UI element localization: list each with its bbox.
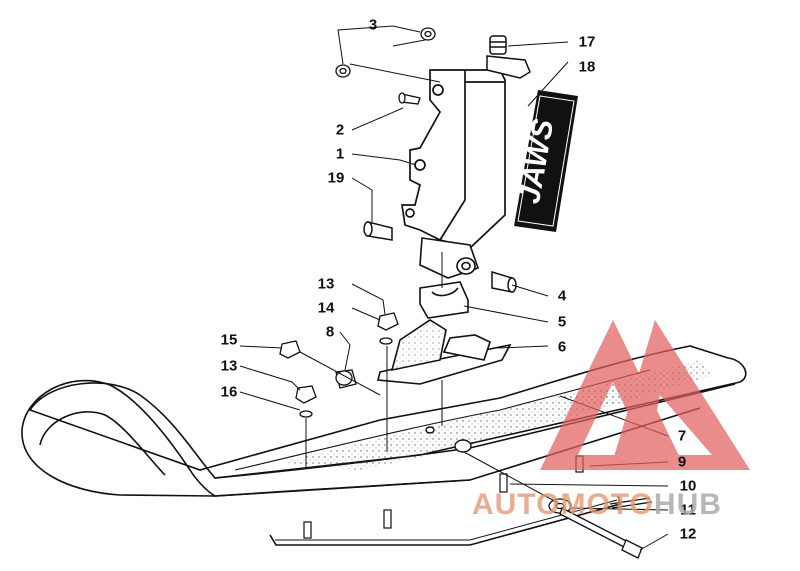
grease-cap bbox=[486, 35, 531, 79]
callout-8: 8 bbox=[325, 323, 335, 341]
watermark-text-hub: HUB bbox=[653, 488, 722, 521]
callout-5: 5 bbox=[557, 313, 567, 331]
callout-4: 4 bbox=[557, 287, 567, 305]
spindle-pivot bbox=[419, 237, 480, 279]
callout-17: 17 bbox=[578, 33, 596, 51]
spring-pin-10 bbox=[609, 497, 653, 509]
leader-lines bbox=[239, 25, 669, 551]
callout-9: 9 bbox=[677, 453, 687, 471]
saddle-shading bbox=[392, 320, 446, 370]
jaws-decal: JAWS bbox=[513, 90, 578, 232]
callout-13-lower: 13 bbox=[220, 357, 238, 375]
ski-body bbox=[21, 345, 747, 497]
nut-13-lower bbox=[295, 385, 317, 418]
spindle-housing bbox=[401, 69, 506, 249]
callout-14: 14 bbox=[317, 299, 335, 317]
bolt-12 bbox=[559, 507, 643, 559]
watermark-text: AUTOMOTOHUB bbox=[472, 490, 722, 520]
callout-18: 18 bbox=[578, 58, 596, 76]
callout-12: 12 bbox=[679, 525, 697, 543]
bolt-2 bbox=[398, 92, 421, 105]
damper-block bbox=[419, 281, 469, 319]
nut-3a bbox=[420, 27, 436, 41]
bushing-4 bbox=[491, 270, 517, 293]
callout-13-upper: 13 bbox=[317, 275, 335, 293]
callout-6: 6 bbox=[557, 338, 567, 356]
callout-19: 19 bbox=[327, 169, 345, 187]
nut-3b bbox=[335, 64, 351, 78]
callout-7: 7 bbox=[677, 427, 687, 445]
callout-10: 10 bbox=[679, 477, 697, 495]
callout-11: 11 bbox=[680, 501, 696, 519]
callout-16: 16 bbox=[220, 383, 238, 401]
watermark-logo bbox=[540, 320, 750, 470]
bushing-19 bbox=[363, 221, 393, 241]
watermark-text-auto: AUTOMOTO bbox=[472, 488, 654, 521]
ski-bolt-hole bbox=[425, 426, 472, 453]
nut-13-upper bbox=[377, 312, 399, 345]
callout-3: 3 bbox=[368, 16, 378, 34]
assembly-centerlines bbox=[305, 252, 561, 505]
callout-1: 1 bbox=[335, 145, 345, 163]
callout-15: 15 bbox=[220, 331, 238, 349]
nut-15 bbox=[279, 340, 301, 359]
callout-2: 2 bbox=[335, 121, 345, 139]
